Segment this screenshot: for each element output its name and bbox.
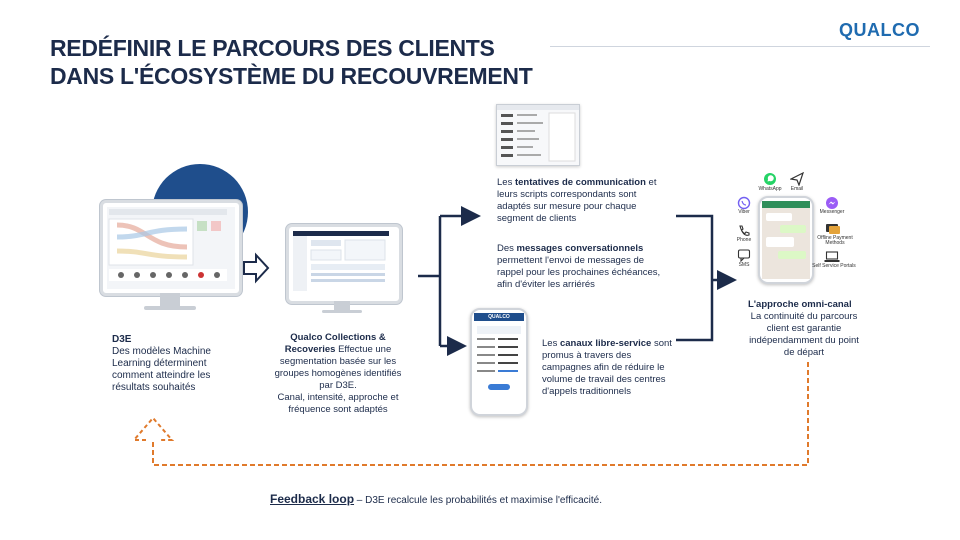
qualco-logo: QUALCO — [839, 20, 920, 40]
sms-label: SMS — [738, 262, 750, 268]
phone-label: Phone — [736, 237, 752, 243]
d3e-monitor-stand — [160, 293, 180, 307]
messages-rest: permettent l'envoi de messages de rappel… — [497, 255, 661, 290]
payment-card-icon — [825, 222, 841, 241]
d3e-body: Des modèles Machine Learning déterminent… — [112, 346, 211, 393]
feedback-body: – D3E recalcule les probabilités et maxi… — [354, 495, 602, 506]
collections-monitor-base — [322, 310, 362, 313]
collections-body2: Canal, intensité, approche et fréquence … — [277, 392, 399, 415]
selfservice-rest: sont promus à travers des campagnes afin… — [542, 338, 672, 397]
title-line-1: REDÉFINIR LE PARCOURS DES CLIENTS — [50, 35, 495, 61]
feedback-label: Feedback loop — [270, 492, 355, 506]
d3e-sankey-graphic — [108, 209, 227, 281]
self-service-portals-label: Self Service Portals — [812, 263, 856, 269]
messages-prefix: Des — [497, 243, 517, 254]
messages-bold: messages conversationnels — [516, 243, 644, 254]
merge-lines — [676, 214, 714, 342]
sms-icon — [737, 248, 751, 267]
chat-graphic — [762, 201, 810, 279]
messenger-label: Messenger — [819, 209, 845, 215]
viber-label: Viber — [738, 209, 750, 215]
hollow-arrow — [243, 252, 270, 284]
collections-body1: Effectue une segmentation basée sur les … — [274, 344, 402, 391]
d3e-monitor-base — [144, 306, 196, 310]
omnichannel-body: La continuité du parcours client est gar… — [749, 311, 859, 358]
laptop-icon — [824, 250, 840, 269]
page-title: REDÉFINIR LE PARCOURS DES CLIENTS DANS L… — [50, 34, 533, 90]
selfservice-description: Les canaux libre-service sont promus à t… — [542, 338, 674, 398]
d3e-description: D3E Des modèles Machine Learning détermi… — [112, 334, 242, 394]
header-divider — [550, 46, 930, 47]
whatsapp-label: WhatsApp — [758, 186, 782, 192]
messenger-icon — [825, 196, 839, 215]
feedback-loop-arrowhead — [131, 416, 175, 441]
communication-screenshot-graphic — [497, 105, 579, 162]
omnichannel-description: L'approche omni-canal La continuité du p… — [748, 299, 878, 359]
whatsapp-icon — [763, 172, 777, 191]
title-line-2: DANS L'ÉCOSYSTÈME DU RECOUVREMENT — [50, 63, 533, 89]
d3e-monitor — [100, 200, 242, 296]
communication-description: Les tentatives de communication et leurs… — [497, 177, 667, 225]
branch-trunk — [418, 216, 442, 346]
collections-screen — [293, 231, 395, 297]
collections-title: Qualco Collections & Recoveries — [284, 332, 386, 355]
collections-dashboard-graphic — [293, 231, 389, 291]
selfservice-bold: canaux libre-service — [559, 338, 652, 349]
feedback-caption: Feedback loop – D3E recalcule les probab… — [270, 492, 602, 506]
collections-description: Qualco Collections & Recoveries Effectue… — [268, 332, 408, 416]
phone-header: QUALCO — [474, 313, 524, 321]
d3e-screen — [107, 207, 235, 289]
email-icon — [789, 171, 805, 191]
phone-form-graphic — [477, 326, 521, 390]
communication-screenshot — [496, 104, 580, 166]
viber-icon — [737, 196, 751, 215]
selfservice-prefix: Les — [542, 338, 560, 349]
communication-prefix: Les — [497, 177, 515, 188]
d3e-title: D3E — [112, 334, 132, 345]
omnichannel-title: L'approche omni-canal — [748, 299, 852, 310]
phone-call-icon — [737, 224, 751, 243]
collections-monitor — [286, 224, 402, 304]
email-label: Email — [790, 186, 804, 192]
selfservice-phone: QUALCO — [470, 308, 528, 416]
feedback-loop-line — [152, 362, 809, 466]
collections-monitor-stand — [334, 301, 350, 311]
omnichannel-phone — [758, 196, 814, 284]
communication-rest: et leurs scripts correspondants sont ada… — [497, 177, 657, 224]
messages-description: Des messages conversationnels permettent… — [497, 243, 669, 291]
communication-bold: tentatives de communication — [514, 177, 646, 188]
offline-payment-label: Offline Payment Methods — [817, 235, 853, 246]
